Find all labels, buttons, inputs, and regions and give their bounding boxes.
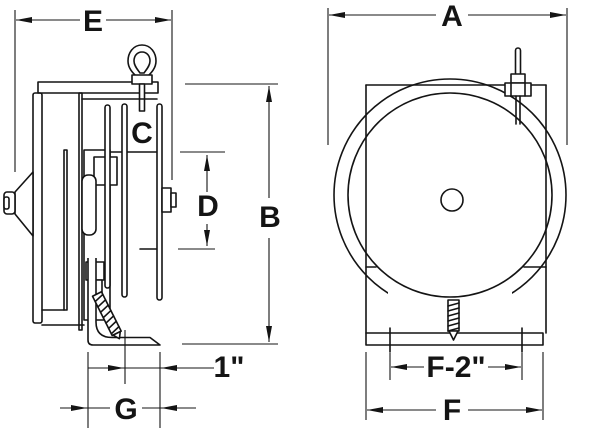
dimension-D: D xyxy=(178,151,225,250)
dimension-B: B xyxy=(182,83,281,345)
dim-label-c: C xyxy=(131,117,153,150)
tension-rod-bolt xyxy=(504,47,532,125)
hose-spring-side xyxy=(91,290,122,340)
dim-label-b: B xyxy=(259,201,281,234)
dim-label-g: G xyxy=(114,393,137,426)
front-view: A F-2" F xyxy=(327,0,568,427)
guide-roller xyxy=(104,104,111,289)
hub-spindle xyxy=(3,171,34,237)
dimension-G: G xyxy=(60,352,196,428)
dimension-E: E xyxy=(14,5,173,180)
dim-label-e: E xyxy=(83,5,103,38)
dim-label-d: D xyxy=(197,190,219,223)
dim-label-one-inch: 1" xyxy=(214,351,245,384)
dimension-F: F xyxy=(365,352,544,427)
dim-label-a: A xyxy=(441,0,463,33)
dim-label-f: F xyxy=(443,394,461,427)
dimension-one-inch: 1" xyxy=(88,330,244,384)
arbor-hole xyxy=(440,188,464,212)
reel-disc-edge xyxy=(32,92,43,324)
axle-stub xyxy=(161,187,177,213)
side-view: E B D C 1" xyxy=(3,5,281,428)
dimension-A: A xyxy=(327,0,568,145)
guide-roller xyxy=(121,103,128,298)
dimension-f-minus-two: F-2" xyxy=(389,351,523,384)
mounting-foot xyxy=(87,258,161,346)
inner-plate xyxy=(63,149,68,311)
side-top-bar xyxy=(37,81,159,94)
dim-label-f-minus-two: F-2" xyxy=(426,351,485,384)
hose-spring-front xyxy=(447,299,460,341)
hub-boss xyxy=(81,174,97,236)
eye-bolt-icon xyxy=(127,44,157,112)
